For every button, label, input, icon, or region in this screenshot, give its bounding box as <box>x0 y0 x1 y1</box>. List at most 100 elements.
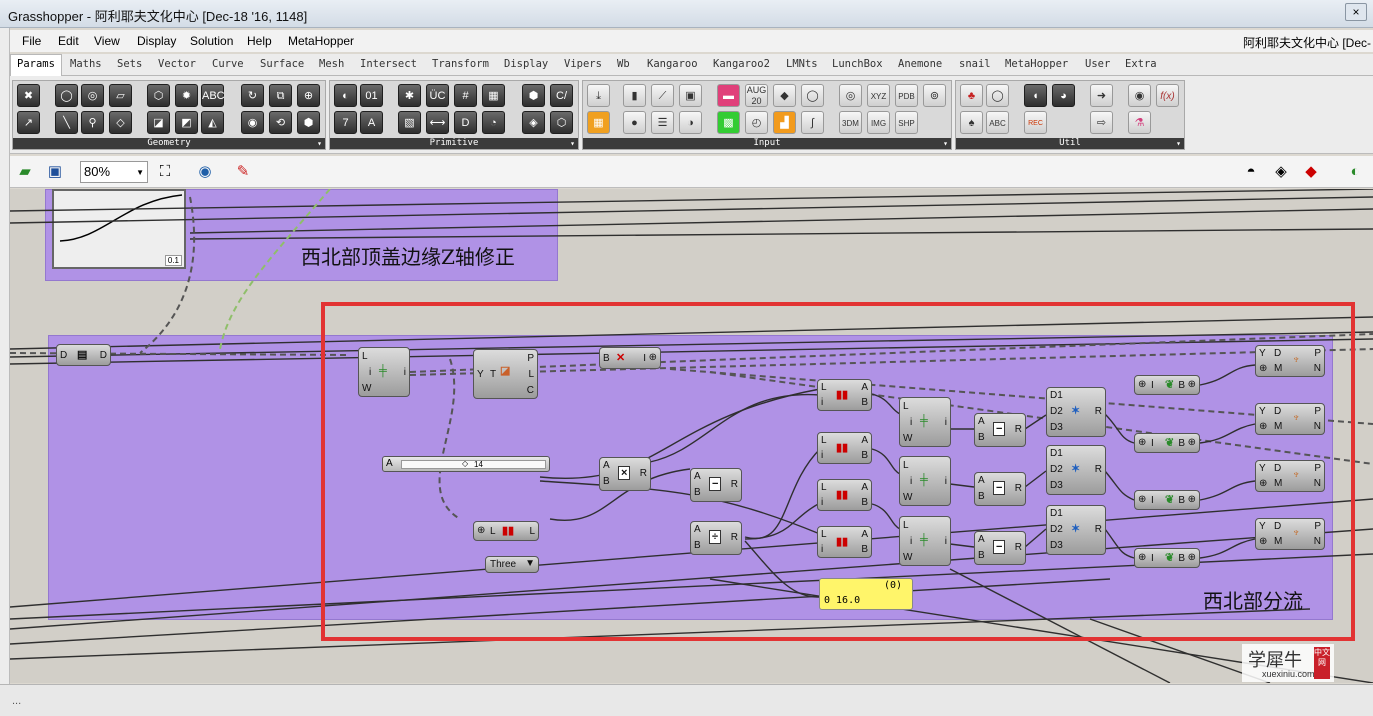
tab-kangaroo2[interactable]: Kangaroo2 <box>713 58 770 70</box>
slider-track[interactable]: ◇ 14 <box>401 459 546 469</box>
port-A[interactable]: A <box>978 475 985 486</box>
list-item-component-4[interactable]: L i W ╪ i <box>899 516 951 566</box>
port-D1[interactable]: D1 <box>1050 390 1063 401</box>
port-M[interactable]: M <box>1274 536 1283 547</box>
mesh-icon[interactable]: ◪ <box>147 111 170 134</box>
series-component-3[interactable]: D1 D2 D3 ✶ R <box>1046 505 1106 555</box>
port-i[interactable]: i <box>821 497 824 508</box>
panel-expand-icon[interactable]: ▾ <box>943 139 948 148</box>
port-B[interactable]: B <box>978 432 985 443</box>
port-D1[interactable]: D1 <box>1050 448 1063 459</box>
tab-transform[interactable]: Transform <box>432 58 489 70</box>
tree-component-1[interactable]: Y ⊕ D M ♆ P N <box>1255 345 1325 377</box>
port-R[interactable]: R <box>1094 524 1102 535</box>
tab-surface[interactable]: Surface <box>260 58 305 70</box>
port-C[interactable]: C <box>526 385 534 396</box>
box-icon[interactable]: ⬡ <box>147 84 170 107</box>
port-A[interactable]: A <box>978 416 985 427</box>
port-i[interactable]: i <box>821 397 824 408</box>
port-B[interactable]: B <box>861 497 868 508</box>
port-L[interactable]: L <box>821 529 827 540</box>
record-icon[interactable]: REC <box>1024 111 1047 134</box>
cull-pattern-component[interactable]: B ✕ I ⊕ <box>599 347 661 369</box>
menu-help[interactable]: Help <box>247 34 272 48</box>
close-button[interactable]: × <box>1345 3 1367 21</box>
port-R[interactable]: R <box>1014 424 1022 435</box>
location-icon[interactable]: ⊕ <box>297 84 320 107</box>
shp-import-icon[interactable]: SHP <box>895 111 918 134</box>
port-D3[interactable]: D3 <box>1050 540 1063 551</box>
split-list-component-2[interactable]: L i ▮▮ A B <box>817 432 872 464</box>
port-L[interactable]: L <box>490 526 496 537</box>
port-B[interactable]: B <box>1178 553 1185 564</box>
polyline-icon[interactable]: ⚲ <box>81 111 104 134</box>
graph-mapper[interactable]: 0.1 <box>52 189 186 269</box>
port-R[interactable]: R <box>730 532 738 543</box>
complex-icon[interactable]: ÜC <box>426 84 449 107</box>
shader-icon[interactable]: ⬢ <box>522 84 545 107</box>
port-W[interactable]: W <box>362 383 372 394</box>
toggle-icon[interactable]: ▣ <box>679 84 702 107</box>
port-i[interactable]: i <box>369 367 372 378</box>
port-B[interactable]: B <box>694 487 701 498</box>
port-in[interactable]: D <box>60 350 68 361</box>
port-B[interactable]: B <box>603 353 610 364</box>
flip-matrix-component[interactable]: Y T ◪ P L C <box>473 349 538 399</box>
port-L[interactable]: L <box>821 382 827 393</box>
chevron-down-icon[interactable]: ▼ <box>525 558 535 569</box>
eye-tilt-icon[interactable]: ◉ <box>1128 84 1151 107</box>
preview-eye-icon[interactable]: ◉ <box>198 163 212 180</box>
abc-icon[interactable]: ABC <box>986 111 1009 134</box>
tree-component-2[interactable]: Y ⊕ D M ♆ P N <box>1255 403 1325 435</box>
geometry-cache-icon[interactable]: ⬢ <box>297 111 320 134</box>
port-M[interactable]: M <box>1274 363 1283 374</box>
zoom-extents-icon[interactable]: ⛶ <box>159 163 171 180</box>
control-knob-icon[interactable]: ▮ <box>623 84 646 107</box>
colour-swatch-icon[interactable]: ◑ <box>679 111 702 134</box>
tab-kangaroo[interactable]: Kangaroo <box>647 58 698 70</box>
transform-icon[interactable]: ↻ <box>241 84 264 107</box>
port-i-out[interactable]: i <box>403 367 406 378</box>
port-D1[interactable]: D1 <box>1050 508 1063 519</box>
preview-selected-icon[interactable]: ◆ <box>1305 163 1317 180</box>
curve-icon[interactable]: ◎ <box>81 84 104 107</box>
surface-icon[interactable]: ▱ <box>109 84 132 107</box>
series-component-2[interactable]: D1 D2 D3 ✶ R <box>1046 445 1106 495</box>
port-P[interactable]: P <box>527 353 534 364</box>
list-item-component[interactable]: L i W ╪ i <box>358 347 410 397</box>
port-i[interactable]: i <box>821 544 824 555</box>
circle-icon[interactable]: ◯ <box>55 84 78 107</box>
port-R[interactable]: R <box>639 468 647 479</box>
twisted-box-icon[interactable]: ◭ <box>201 111 224 134</box>
tree-component-4[interactable]: Y ⊕ D M ♆ P N <box>1255 518 1325 550</box>
clock-icon[interactable]: ◴ <box>745 111 768 134</box>
list-item-component-3[interactable]: L i W ╪ i <box>899 456 951 506</box>
shift-path-component-3[interactable]: ⊕ I ❦ B ⊕ <box>1134 490 1200 510</box>
port-B[interactable]: B <box>861 544 868 555</box>
port-R[interactable]: R <box>1014 542 1022 553</box>
compass-icon[interactable]: ◕ <box>1052 84 1075 107</box>
port-A[interactable]: A <box>861 529 868 540</box>
bar-graph-icon[interactable]: ▦ <box>587 111 610 134</box>
domain-icon[interactable]: ⟷ <box>426 111 449 134</box>
cherry-icon[interactable]: ♣ <box>960 84 983 107</box>
port-W[interactable]: W <box>903 552 913 563</box>
md-slider-icon[interactable]: ▟ <box>773 111 796 134</box>
preview-wire-icon[interactable]: ◈ <box>1275 163 1287 180</box>
xyz-import-icon[interactable]: XYZ <box>867 84 890 107</box>
point-icon[interactable]: ↗ <box>17 111 40 134</box>
port-D2[interactable]: D2 <box>1050 464 1063 475</box>
field-icon[interactable]: ABC <box>201 84 225 107</box>
menu-view[interactable]: View <box>94 34 120 48</box>
output-panel[interactable]: (0) 0 16.0 <box>819 578 913 610</box>
port-Y[interactable]: Y <box>1259 406 1266 417</box>
panel-expand-icon[interactable]: ▾ <box>1176 139 1181 148</box>
culture-icon[interactable]: ▦ <box>482 84 505 107</box>
port-L[interactable]: L <box>821 482 827 493</box>
division-component[interactable]: A B ÷ R <box>690 521 742 555</box>
port-A[interactable]: A <box>861 382 868 393</box>
series-component-1[interactable]: D1 D2 D3 ✶ R <box>1046 387 1106 437</box>
open-file-icon[interactable]: ▰ <box>19 163 31 180</box>
port-B[interactable]: B <box>603 476 610 487</box>
